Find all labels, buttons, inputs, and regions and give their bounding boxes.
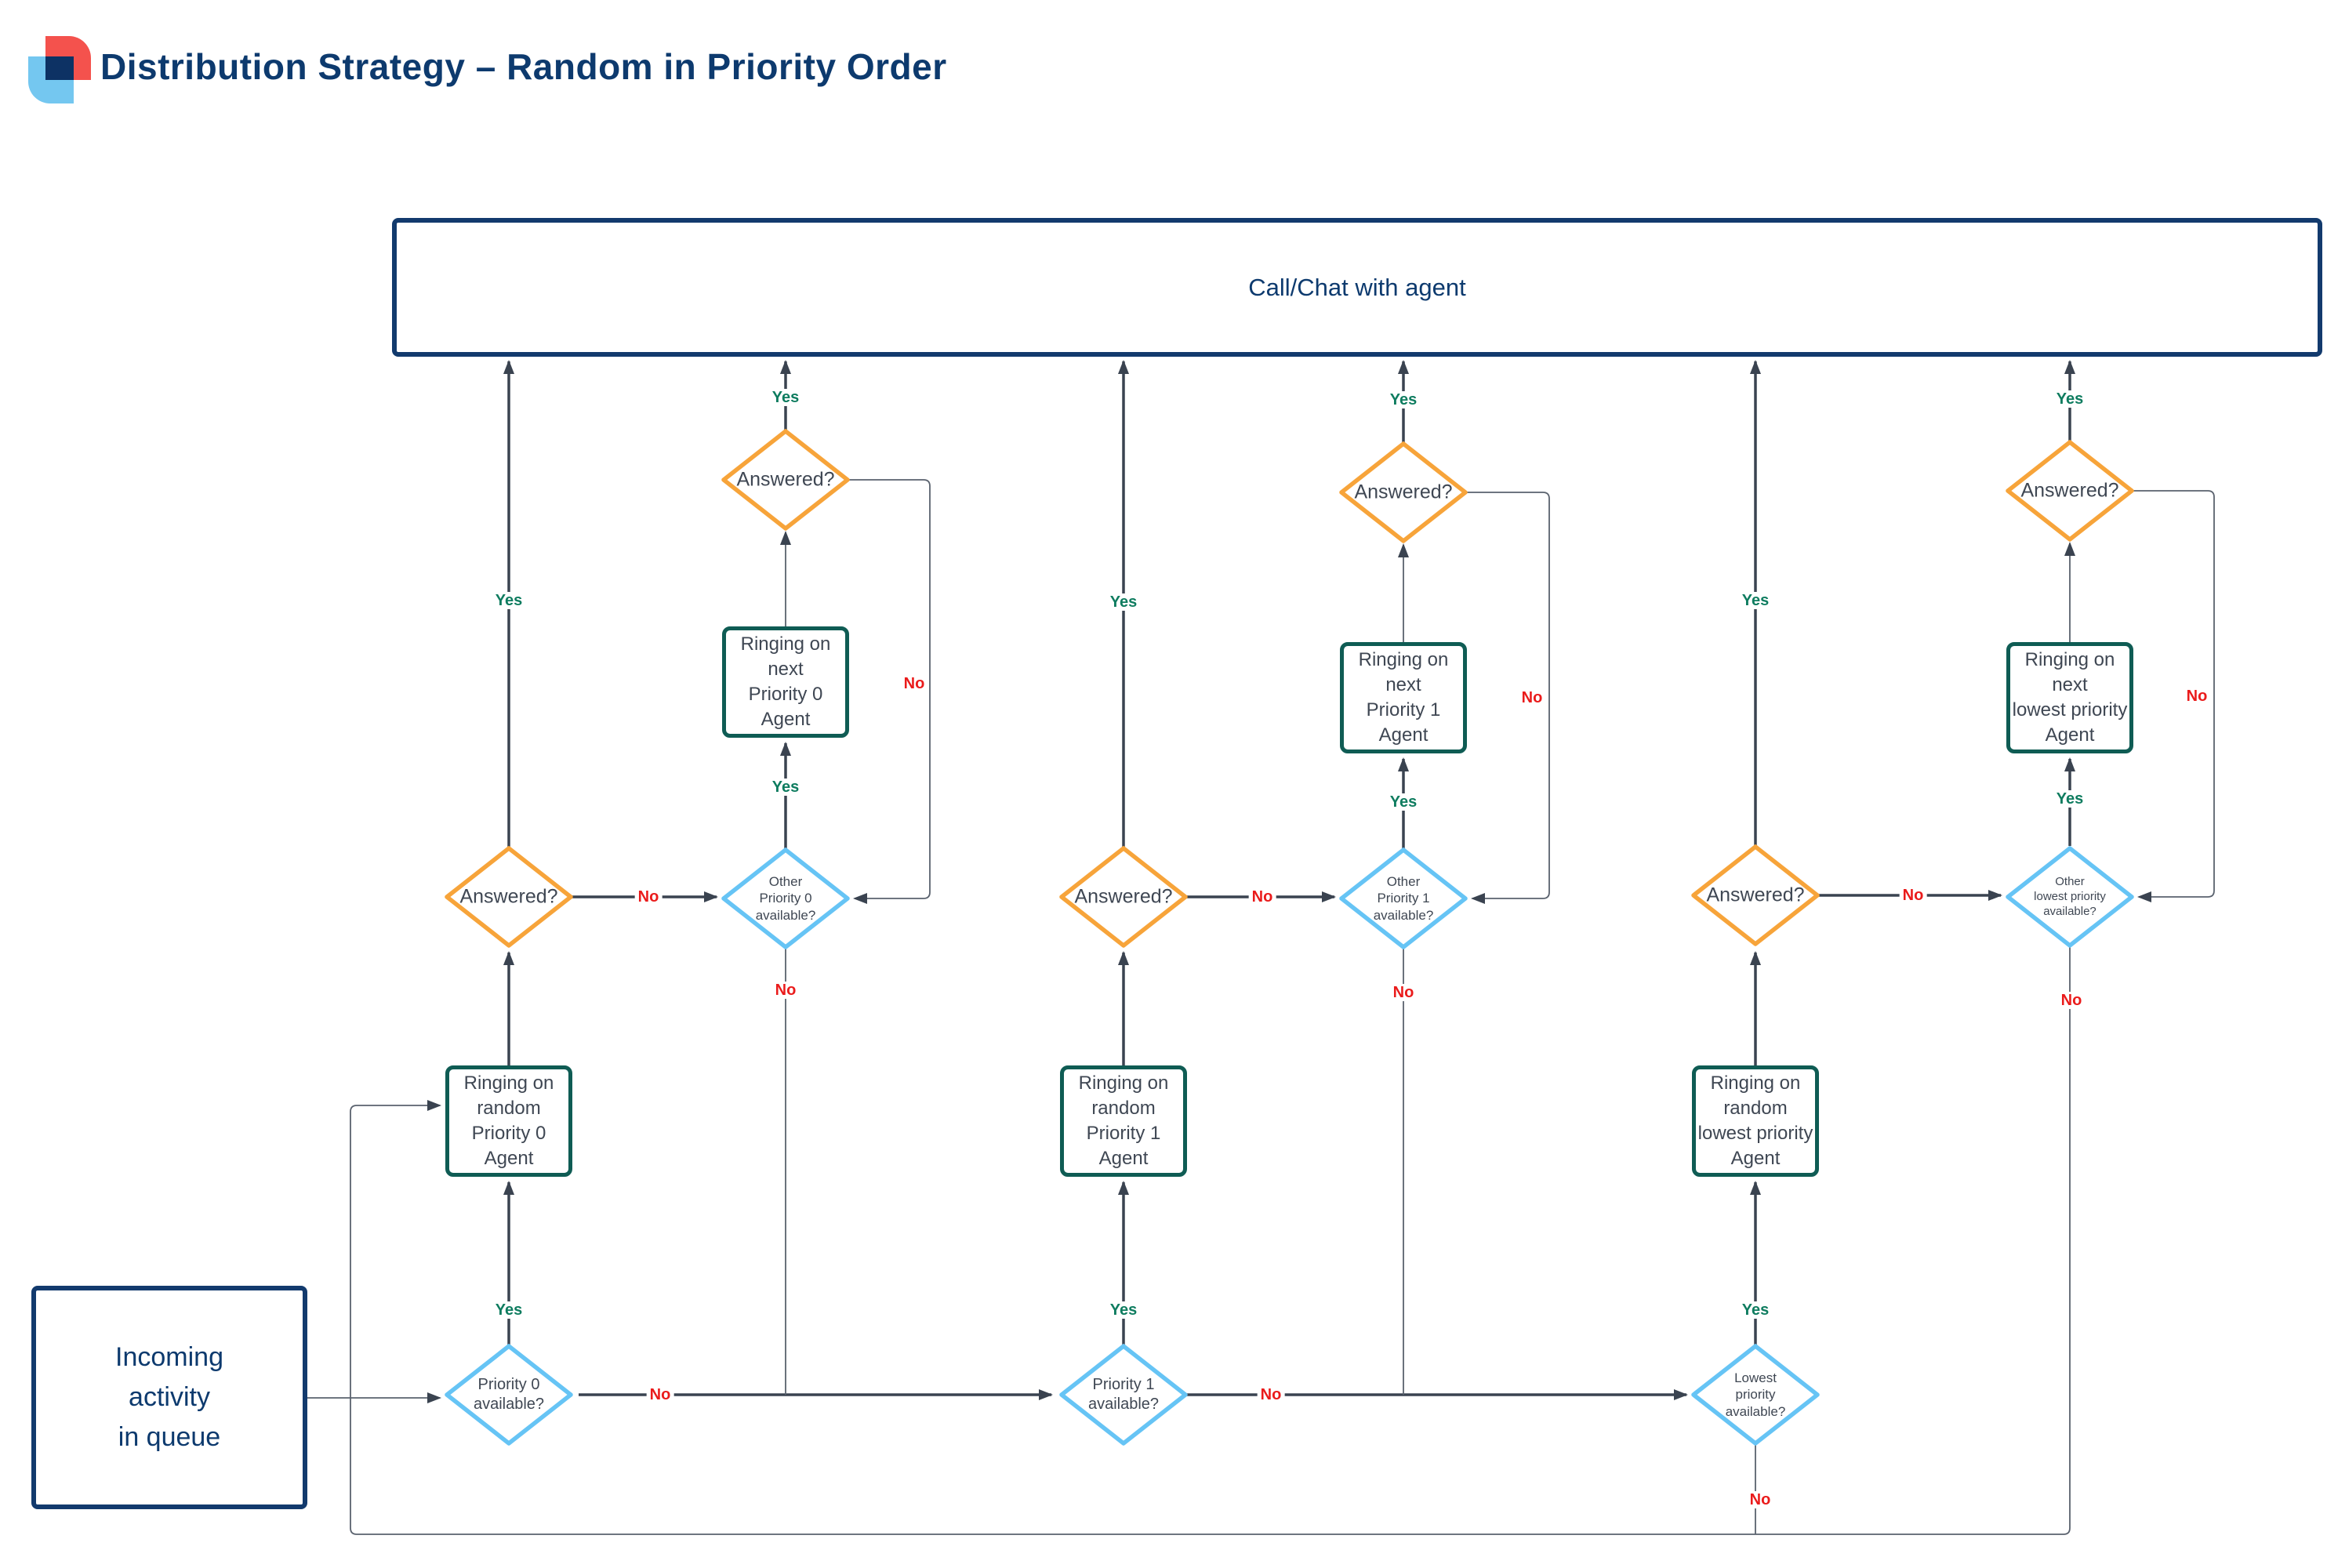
node-incoming-activity: Incoming activity in queue — [31, 1286, 307, 1509]
edge-otherlowest-no-bottom-loop — [350, 946, 2071, 1535]
decision-lowest-available: Lowest priority available? — [1689, 1341, 1822, 1448]
edge-label-yes: Yes — [492, 1301, 526, 1319]
decision-other-p0-available: Other Priority 0 available? — [719, 845, 852, 952]
edge-label-yes: Yes — [492, 592, 526, 609]
edge-answered4-no-loop — [1466, 492, 1550, 904]
node-label: Lowest priority available? — [1725, 1370, 1786, 1419]
decision-answered-2: Answered? — [719, 426, 852, 533]
node-ringing-random-lowest: Ringing on random lowest priority Agent — [1692, 1065, 1819, 1177]
edge-label-yes: Yes — [768, 779, 803, 796]
decision-answered-3: Answered? — [1057, 844, 1190, 950]
diamond-shape — [1339, 441, 1468, 543]
diamond-shape — [2006, 440, 2134, 542]
node-call-chat-with-agent: Call/Chat with agent — [392, 218, 2322, 357]
page-title: Distribution Strategy – Random in Priori… — [100, 46, 947, 87]
node-label: Priority 1 available? — [1087, 1376, 1160, 1413]
node-ringing-next-lowest: Ringing on next lowest priority Agent — [2006, 642, 2133, 753]
decision-p1-available: Priority 1 available? — [1057, 1341, 1190, 1448]
edge-label-no: No — [646, 1386, 674, 1403]
diamond-shape — [445, 846, 573, 948]
edge-label-yes: Yes — [768, 389, 803, 406]
edge-label-yes: Yes — [1106, 1301, 1141, 1319]
node-ringing-random-p1: Ringing on random Priority 1 Agent — [1060, 1065, 1187, 1177]
edge-label-yes: Yes — [2053, 790, 2087, 808]
node-label: Call/Chat with agent — [1248, 273, 1466, 301]
node-label: Ringing on random Priority 0 Agent — [463, 1073, 554, 1169]
node-label: Answered? — [1074, 885, 1173, 908]
node-label: Ringing on random lowest priority Agent — [1697, 1073, 1813, 1169]
decision-answered-6: Answered? — [2003, 437, 2136, 544]
edge-answered2-no-loop — [848, 479, 931, 904]
node-label: Ringing on next Priority 1 Agent — [1358, 649, 1449, 746]
node-ringing-next-p1: Ringing on next Priority 1 Agent — [1340, 642, 1467, 753]
edge-label-no: No — [1518, 689, 1546, 706]
node-label: Other Priority 0 available? — [755, 874, 816, 923]
edge-label-yes: Yes — [1106, 593, 1141, 611]
edge-label-yes: Yes — [1386, 793, 1421, 811]
edge-label-no: No — [1248, 888, 1276, 906]
node-label: Answered? — [1706, 884, 1805, 906]
node-label: Answered? — [1354, 481, 1453, 503]
decision-answered-5: Answered? — [1689, 842, 1822, 949]
edge-label-no: No — [1899, 887, 1927, 904]
decision-other-p1-available: Other Priority 1 available? — [1337, 845, 1470, 952]
edge-label-no: No — [2183, 688, 2211, 705]
edge-answered6-no-loop — [2133, 490, 2215, 902]
node-label: Answered? — [459, 885, 558, 908]
edge-label-no: No — [900, 675, 928, 692]
decision-other-lowest-available: Other lowest priority available? — [2003, 844, 2136, 950]
diamond-shape — [2006, 846, 2134, 948]
diamond-shape — [445, 1344, 573, 1446]
decision-answered-1: Answered? — [442, 844, 575, 950]
diamond-shape — [1691, 844, 1820, 946]
node-ringing-next-p0: Ringing on next Priority 0 Agent — [722, 626, 849, 738]
diamond-shape — [1339, 848, 1468, 949]
decision-answered-4: Answered? — [1337, 439, 1470, 546]
node-label: Ringing on next Priority 0 Agent — [740, 633, 831, 730]
edge-label-yes: Yes — [1738, 1301, 1773, 1319]
node-label: Ringing on next lowest priority Agent — [2012, 649, 2128, 746]
node-label: Other Priority 1 available? — [1373, 874, 1434, 923]
edge-label-no: No — [2057, 992, 2086, 1009]
node-ringing-random-p0: Ringing on random Priority 0 Agent — [445, 1065, 572, 1177]
diamond-shape — [721, 848, 850, 949]
edge-label-no: No — [771, 982, 800, 999]
diamond-shape — [721, 429, 850, 531]
diamond-shape — [1059, 846, 1188, 948]
diamond-shape — [1059, 1344, 1188, 1446]
brand-logo-icon — [28, 31, 107, 113]
edge-label-yes: Yes — [1738, 592, 1773, 609]
node-label: Answered? — [2020, 479, 2119, 502]
edge-label-yes: Yes — [2053, 390, 2087, 408]
edge-label-no: No — [1257, 1386, 1285, 1403]
node-label: Ringing on random Priority 1 Agent — [1078, 1073, 1169, 1169]
node-label: Answered? — [736, 468, 835, 491]
logo-overlap-shape — [45, 56, 74, 80]
diamond-shape — [1691, 1344, 1820, 1446]
edge-label-no: No — [634, 888, 663, 906]
edge-label-no: No — [1746, 1491, 1774, 1508]
decision-p0-available: Priority 0 available? — [442, 1341, 575, 1448]
edge-label-no: No — [1389, 984, 1418, 1001]
edge-label-yes: Yes — [1386, 391, 1421, 408]
node-label: Other lowest priority available? — [2034, 874, 2106, 918]
node-label: Priority 0 available? — [473, 1376, 545, 1413]
